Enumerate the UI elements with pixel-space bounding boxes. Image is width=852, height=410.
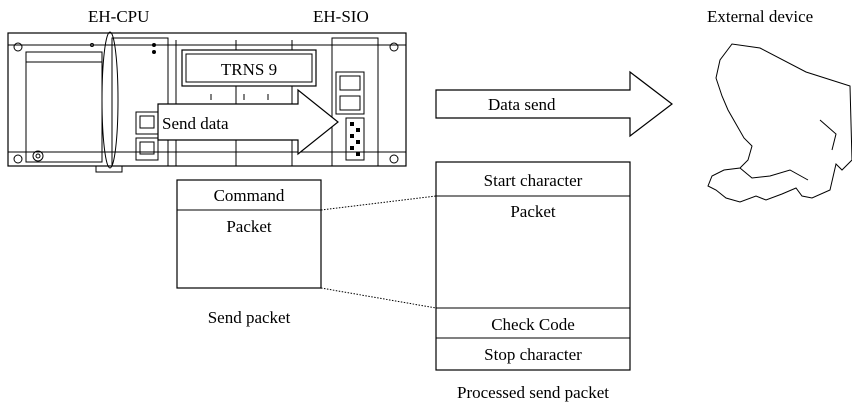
processed-packet-box (435, 161, 631, 371)
send-data-arrow (157, 88, 339, 156)
connector-bottom (320, 287, 437, 309)
data-send-label: Data send (488, 95, 556, 114)
send-packet-command: Command (214, 186, 285, 205)
processed-packet: Packet (510, 202, 556, 221)
data-send-arrow (435, 70, 673, 138)
connector-top (320, 195, 437, 211)
send-packet-box (176, 179, 322, 289)
external-device-detail-2 (819, 119, 837, 151)
processed-check-code: Check Code (491, 315, 575, 334)
trns-box (181, 49, 317, 87)
eh-sio-label: EH-SIO (313, 7, 369, 26)
external-device-detail (739, 167, 809, 181)
processed-stop-character: Stop character (484, 345, 582, 364)
processed-caption: Processed send packet (457, 383, 609, 402)
send-packet-packet: Packet (226, 217, 272, 236)
send-data-label: Send data (162, 114, 229, 133)
processed-start-character: Start character (484, 171, 583, 190)
external-device-label: External device (707, 7, 813, 26)
external-device-outline (707, 43, 852, 203)
trns-label: TRNS 9 (221, 60, 277, 79)
send-packet-caption: Send packet (208, 308, 291, 327)
eh-cpu-label: EH-CPU (88, 7, 149, 26)
